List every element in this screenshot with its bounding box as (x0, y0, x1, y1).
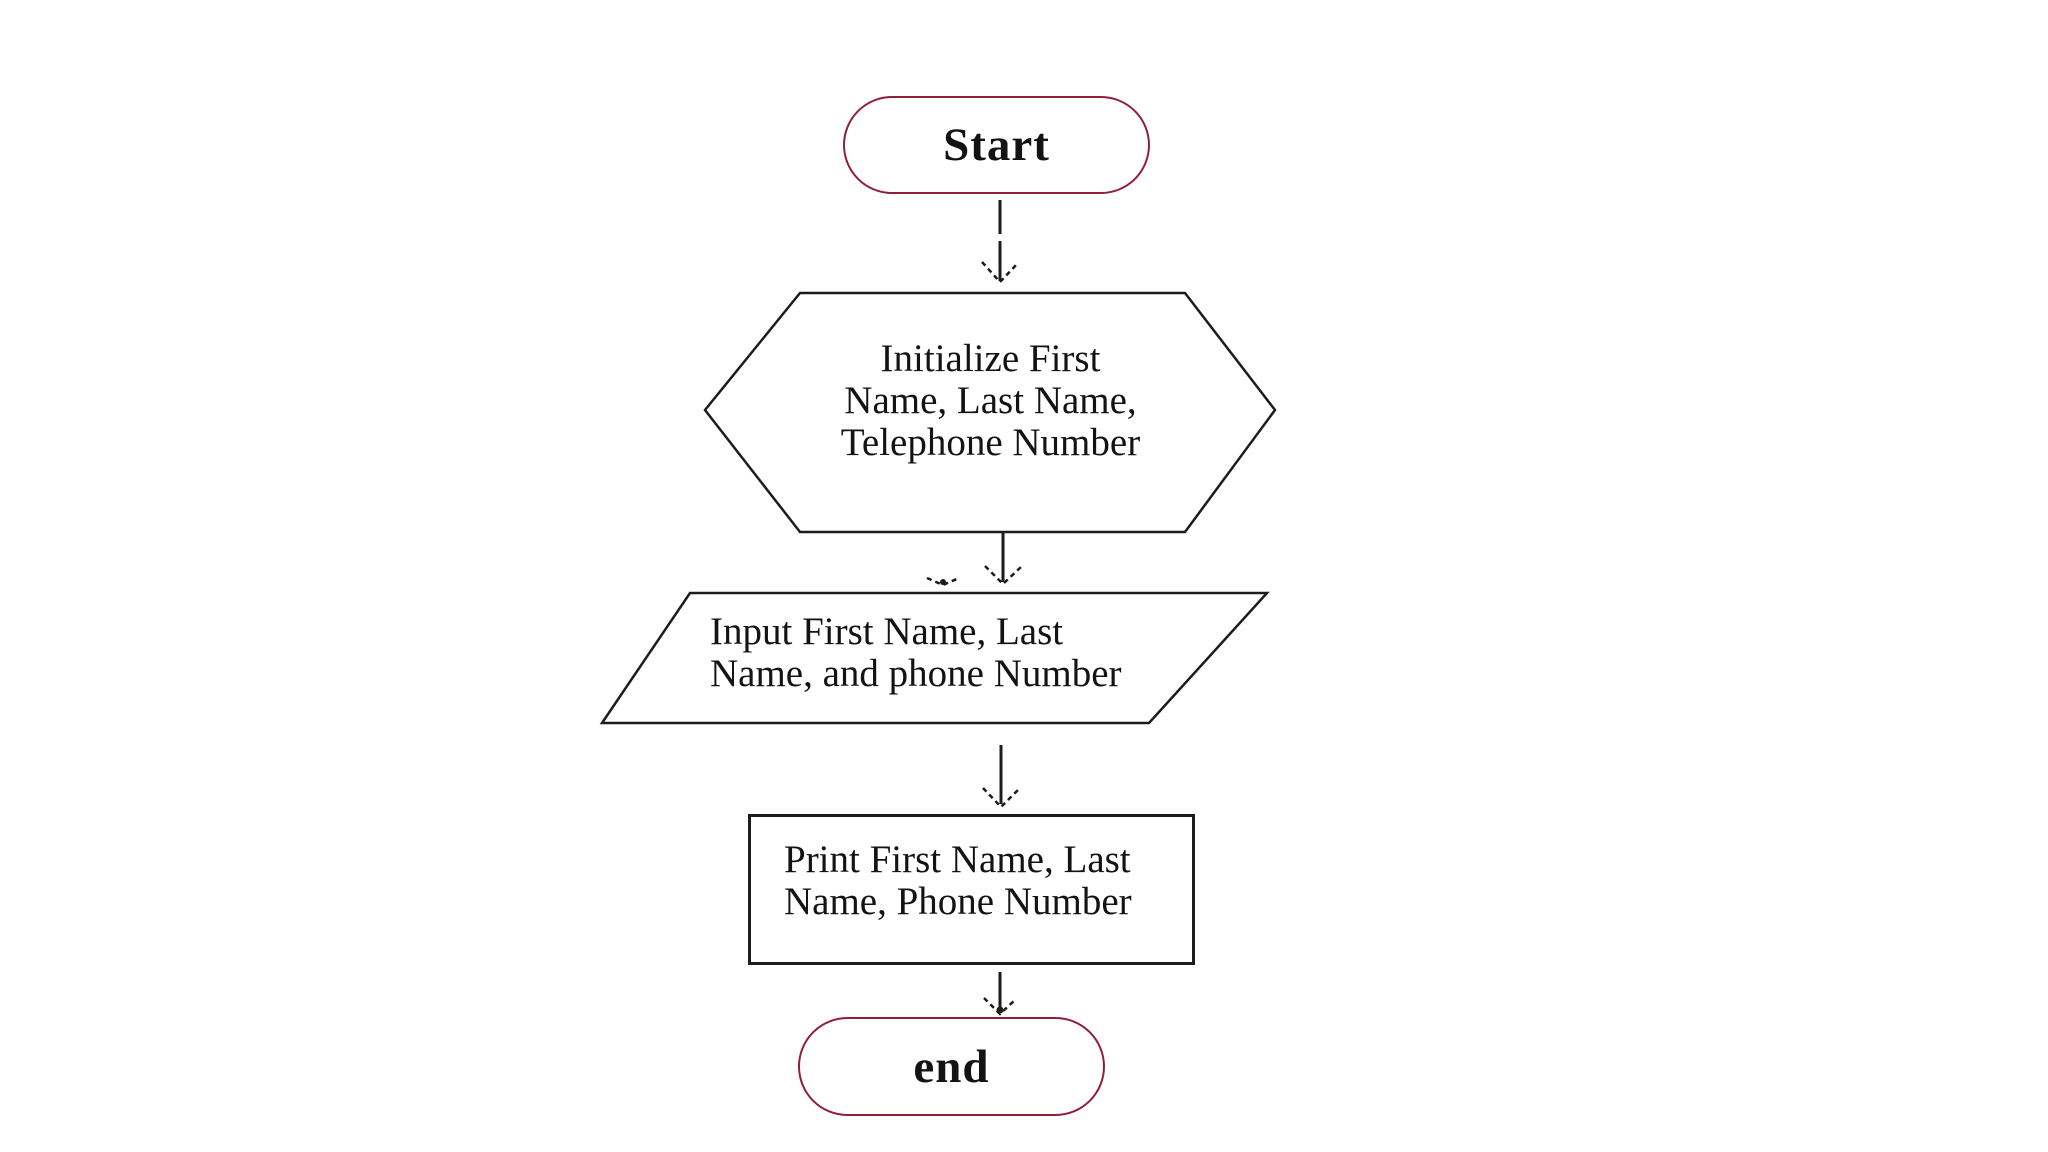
stray-arrowhead-mark (926, 576, 960, 587)
print-label: Print First Name, Last Name, Phone Numbe… (784, 837, 1132, 923)
initialize-hexagon (703, 291, 1277, 534)
input-label-wrap: Input First Name, Last Name, and phone N… (598, 591, 1270, 725)
arrow-start-to-initialize (981, 200, 1019, 284)
parallelogram-shape (599, 591, 1270, 725)
initialize-label: Initialize First Name, Last Name, Teleph… (840, 336, 1141, 464)
end-label: end (913, 1040, 990, 1093)
arrow-print-to-end (983, 972, 1017, 1016)
arrow-dot (996, 1006, 1004, 1014)
arrow-input-to-print (982, 745, 1020, 809)
start-terminator: Start (843, 96, 1150, 194)
hexagon-shape (703, 291, 1277, 534)
initialize-label-wrap: Initialize First Name, Last Name, Teleph… (703, 291, 1278, 534)
input-parallelogram (599, 591, 1270, 725)
arrow-dot (940, 579, 946, 585)
print-rectangle: Print First Name, Last Name, Phone Numbe… (748, 814, 1195, 965)
end-terminator: end (798, 1017, 1105, 1116)
arrow-head (983, 997, 1017, 1016)
arrow-head (926, 576, 960, 587)
input-label: Input First Name, Last Name, and phone N… (710, 610, 1122, 695)
arrow-initialize-to-input (984, 532, 1022, 586)
start-label: Start (943, 119, 1050, 171)
